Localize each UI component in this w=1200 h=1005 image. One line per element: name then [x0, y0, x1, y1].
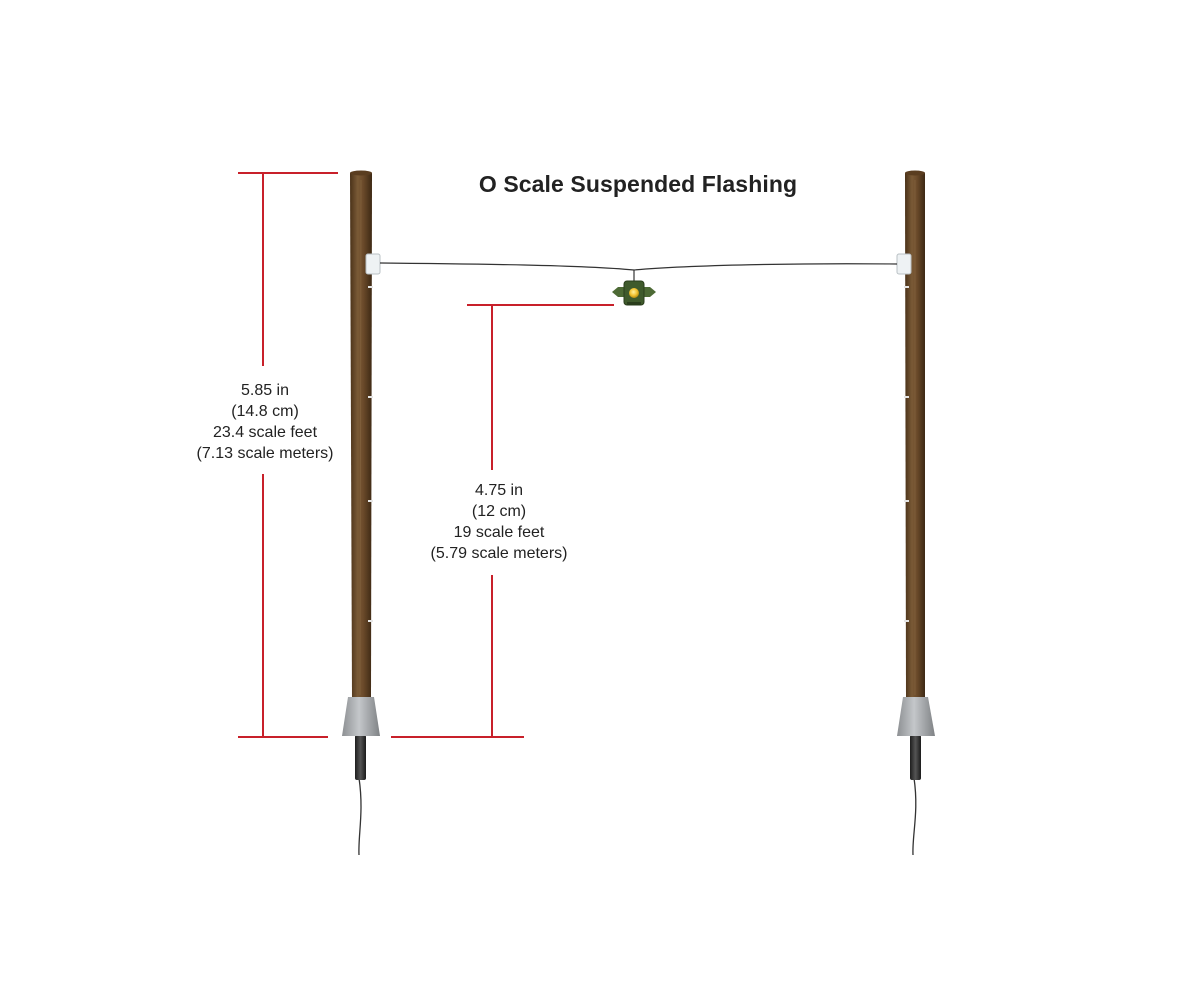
- right-insulator-bracket: [896, 253, 912, 275]
- right-step: [904, 500, 909, 502]
- right-lead-wire: [912, 777, 917, 856]
- left-pole-base: [342, 697, 380, 736]
- left-pole-top: [350, 170, 372, 176]
- right-pole-top: [905, 170, 925, 176]
- signal-clearance-label: 4.75 in (12 cm) 19 scale feet (5.79 scal…: [409, 480, 589, 564]
- overall-height-label: 5.85 in (14.8 cm) 23.4 scale feet (7.13 …: [175, 380, 355, 464]
- right-mounting-peg: [910, 735, 921, 780]
- flashing-signal: [612, 280, 656, 306]
- right-pole-base: [897, 697, 935, 736]
- suspension-wire-right: [633, 263, 898, 271]
- left-lead-wire: [358, 777, 362, 856]
- left-insulator-bracket: [365, 253, 381, 275]
- right-step: [904, 620, 909, 622]
- left-step: [368, 500, 373, 502]
- dimension-signal-clearance: [391, 304, 614, 738]
- signal-clearance-cm: (12 cm): [471, 503, 527, 520]
- left-step: [368, 396, 373, 398]
- overall-height-cm: (14.8 cm): [231, 403, 299, 420]
- signal-lamp: [629, 288, 639, 298]
- signal-bottom: [627, 302, 641, 305]
- right-step: [904, 286, 909, 288]
- left-step: [368, 620, 373, 622]
- signal-clearance-scale-meters: (5.79 scale meters): [430, 545, 568, 562]
- left-mounting-peg: [355, 735, 366, 780]
- overall-height-scale-feet: 23.4 scale feet: [212, 424, 318, 441]
- left-pole: [342, 170, 381, 856]
- diagram-title: O Scale Suspended Flashing: [478, 171, 798, 197]
- signal-clearance-scale-feet: 19 scale feet: [453, 524, 545, 541]
- dimension-overall-height: [238, 172, 338, 738]
- suspension-wire-left: [379, 262, 635, 271]
- overall-height-scale-meters: (7.13 scale meters): [196, 445, 334, 462]
- overall-height-inches: 5.85 in: [240, 382, 290, 399]
- right-step: [904, 396, 909, 398]
- signal-clearance-inches: 4.75 in: [474, 482, 524, 499]
- right-pole: [896, 170, 935, 856]
- left-step: [368, 286, 373, 288]
